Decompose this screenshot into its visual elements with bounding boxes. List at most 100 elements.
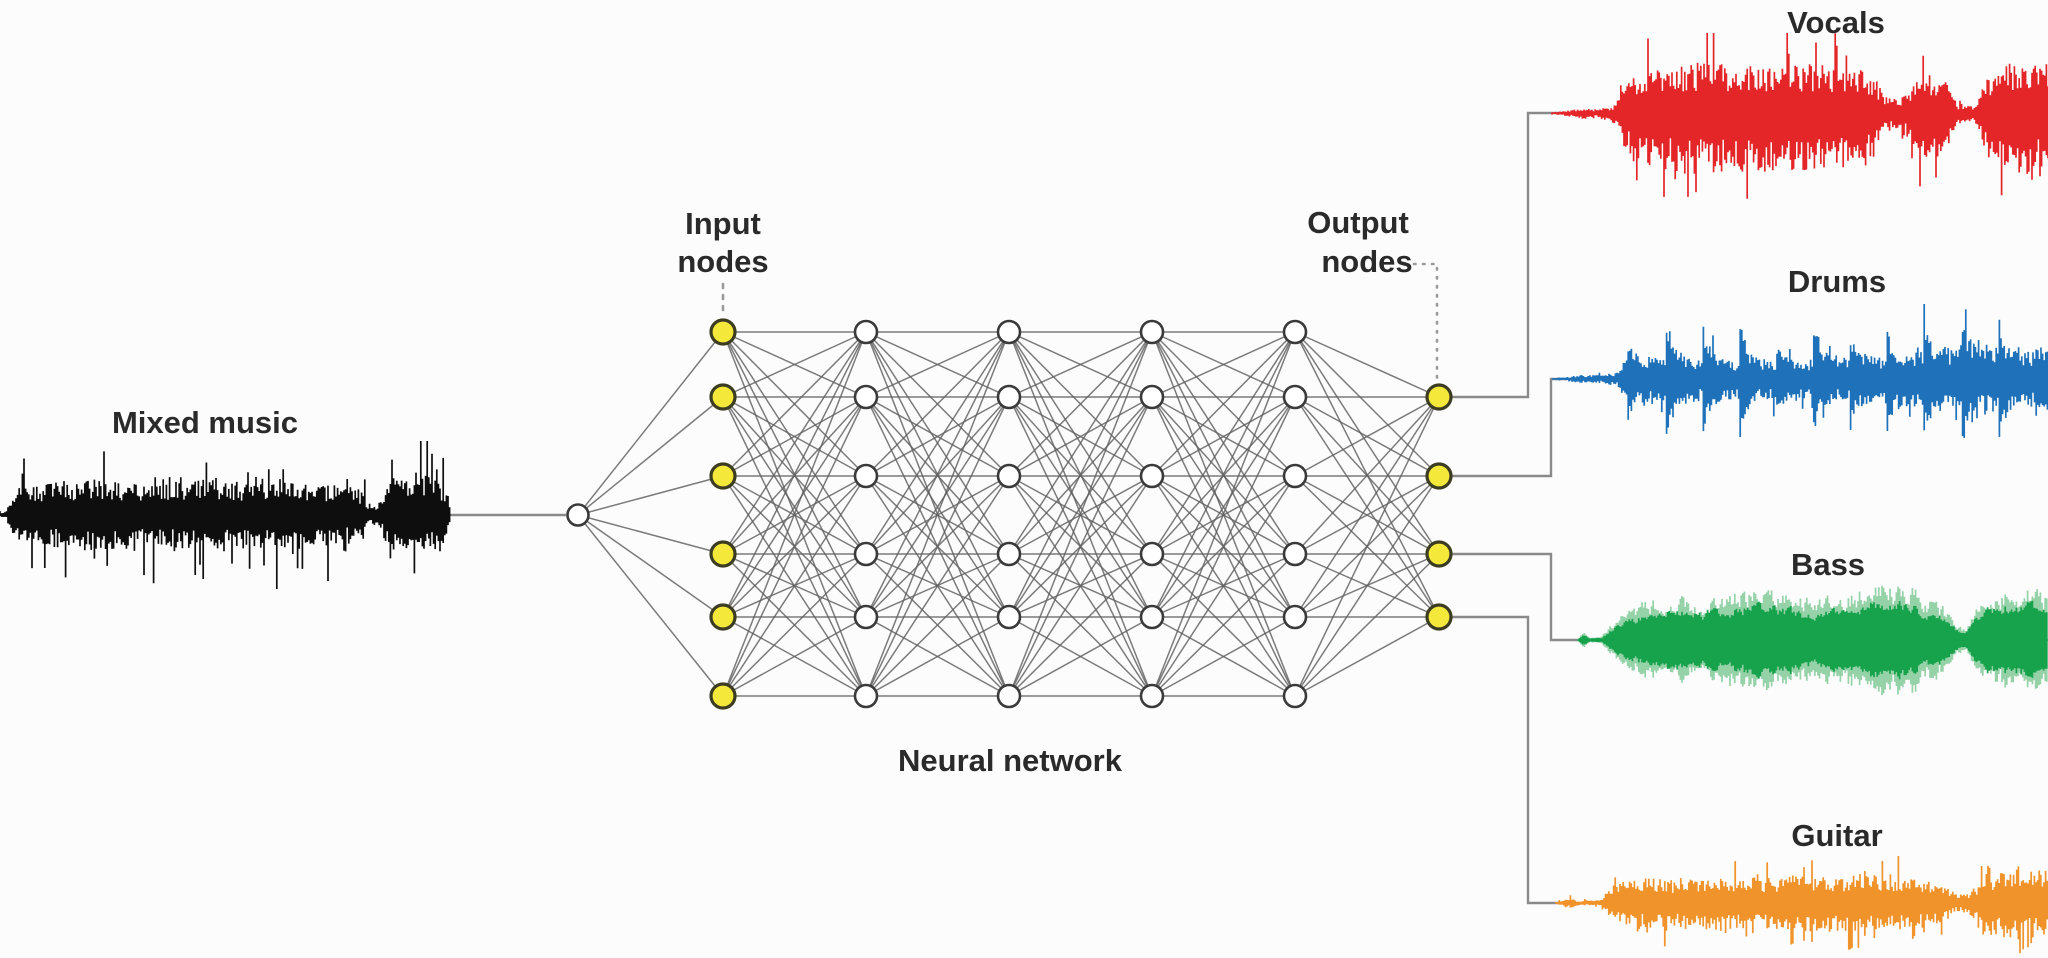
neural-network-label: Neural network <box>898 743 1123 778</box>
hidden-node <box>996 683 1022 709</box>
vocals-waveform <box>1551 33 2048 199</box>
bass-waveform <box>1577 585 2048 696</box>
mixed-music-waveform <box>0 441 451 589</box>
hidden-node <box>996 604 1022 630</box>
output-nodes-label-line1: Output <box>1307 205 1409 240</box>
network-edge <box>1008 331 1153 477</box>
hidden-node <box>996 384 1022 410</box>
network-edge <box>1008 331 1153 555</box>
input-node <box>709 318 737 346</box>
hidden-node <box>853 319 879 345</box>
network-nodes <box>566 318 1453 710</box>
network-edge <box>1294 396 1440 618</box>
hidden-node <box>996 541 1022 567</box>
network-edge <box>1294 475 1440 555</box>
hidden-node <box>996 463 1022 489</box>
input-node <box>709 682 737 710</box>
network-edge <box>1151 331 1296 398</box>
network-edge <box>865 553 1010 697</box>
network-edge <box>1151 396 1296 697</box>
hidden-node <box>1139 463 1165 489</box>
network-edge <box>1008 331 1153 618</box>
network-edge <box>1151 331 1296 555</box>
vocals-waveform-body <box>1551 33 2048 199</box>
network-edge <box>577 514 724 555</box>
hidden-node <box>1282 463 1308 489</box>
hidden-node <box>1282 604 1308 630</box>
network-edge <box>722 331 867 398</box>
hidden-node <box>853 541 879 567</box>
network-edge <box>865 331 1010 477</box>
waveforms <box>0 33 2048 954</box>
guitar-label: Guitar <box>1791 818 1882 853</box>
network-edge <box>722 331 867 697</box>
network-edge <box>1008 396 1153 697</box>
network-edge <box>577 475 724 516</box>
label-pointers <box>721 262 1439 385</box>
output-node <box>1425 462 1453 490</box>
network-edge <box>722 553 867 697</box>
network-edge <box>722 331 867 477</box>
network-edge <box>1151 475 1296 697</box>
output-node <box>1425 603 1453 631</box>
input-node <box>709 540 737 568</box>
network-edge <box>1151 616 1296 697</box>
network-edge <box>722 475 867 697</box>
network-edge <box>722 396 867 477</box>
input-node <box>709 603 737 631</box>
network-edges <box>577 331 1440 697</box>
input-node <box>709 462 737 490</box>
network-edge <box>1151 553 1296 697</box>
diagram-labels: Mixed music Input nodes Output nodes Neu… <box>112 5 1886 853</box>
hidden-node <box>1139 604 1165 630</box>
drums-label: Drums <box>1788 264 1886 299</box>
network-edge <box>865 396 1010 697</box>
hidden-node <box>1282 683 1308 709</box>
network-edge <box>577 331 724 516</box>
output-node <box>1425 540 1453 568</box>
guitar-wire <box>1451 615 1568 905</box>
network-edge <box>577 514 724 618</box>
hidden-node <box>853 463 879 489</box>
hidden-node <box>853 683 879 709</box>
vocals-wire <box>1451 111 1566 399</box>
connector-wires <box>451 111 1590 905</box>
drums-wire <box>1451 377 1576 478</box>
network-edge <box>865 396 1010 477</box>
output-node <box>1425 383 1453 411</box>
network-edge <box>1294 616 1440 697</box>
network-edge <box>1151 331 1296 697</box>
vocals-label: Vocals <box>1787 5 1885 40</box>
hidden-node <box>1139 683 1165 709</box>
input-nodes-label-line1: Input <box>685 206 761 241</box>
network-edge <box>1151 396 1296 477</box>
network-edge <box>1151 331 1296 477</box>
network-edge <box>1008 616 1153 697</box>
mixed-music-label: Mixed music <box>112 405 298 440</box>
network-edge <box>1294 396 1440 555</box>
bass-wire <box>1451 552 1590 642</box>
network-edge <box>1294 396 1440 697</box>
output-nodes-label-line2: nodes <box>1321 244 1412 279</box>
hidden-node <box>1139 541 1165 567</box>
hidden-node <box>1282 319 1308 345</box>
hidden-node <box>1139 384 1165 410</box>
drums-waveform <box>1552 304 2048 438</box>
network-edge <box>577 396 724 516</box>
network-edge <box>722 396 867 618</box>
hidden-node <box>853 384 879 410</box>
network-edge <box>865 475 1010 697</box>
network-edge <box>865 331 1010 555</box>
guitar-waveform-body <box>1555 856 2048 954</box>
network-edge <box>577 514 724 697</box>
drums-waveform-body <box>1552 304 2048 438</box>
hidden-node <box>1282 541 1308 567</box>
network-edge <box>722 396 867 697</box>
network-edge <box>1294 553 1440 697</box>
network-edge <box>1151 331 1296 618</box>
hidden-node <box>996 319 1022 345</box>
network-edge <box>865 396 1010 618</box>
input-nodes-label-line2: nodes <box>677 244 768 279</box>
